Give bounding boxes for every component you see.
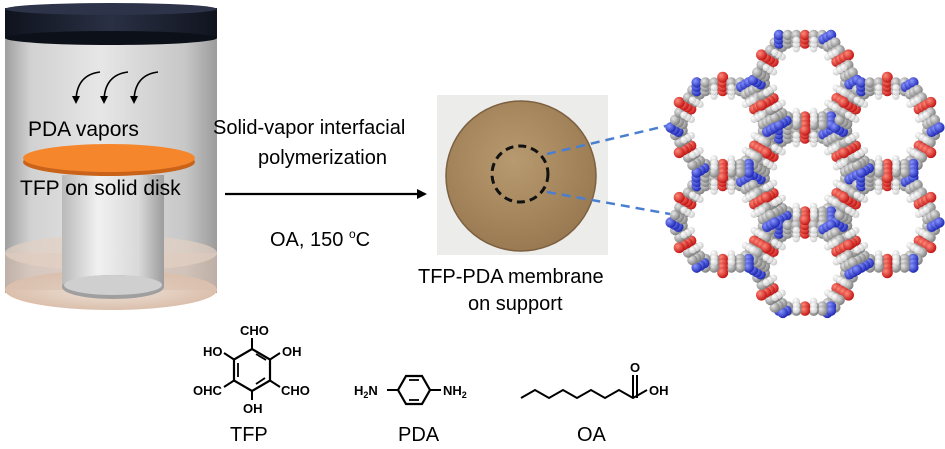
- oa-chain: [520, 388, 648, 400]
- tfp-group: OH: [243, 401, 263, 416]
- tfp-group: OHC: [193, 383, 223, 398]
- tfp-group: HO: [203, 344, 223, 359]
- membrane-caption-line1: TFP-PDA membrane: [418, 266, 604, 288]
- vapor-arrow: [130, 71, 159, 104]
- condition-label: OA, 150 oC: [270, 227, 370, 251]
- oa-structure: O OH OA: [520, 360, 669, 446]
- framework-model: [665, 29, 945, 319]
- process-label-line2: polymerization: [258, 147, 387, 169]
- oa-group: OH: [649, 383, 669, 398]
- vapor-label: PDA vapors: [28, 118, 139, 141]
- process-step: Solid-vapor interfacial polymerization O…: [213, 117, 427, 251]
- substrate-label: TFP on solid disk: [20, 177, 181, 200]
- vapor-arrow: [100, 71, 129, 104]
- tfp-name: TFP: [230, 424, 268, 446]
- tfp-structure: CHO HO OH OHC CHO OH TFP: [193, 323, 310, 446]
- pda-group: H2N: [354, 383, 378, 400]
- zoom-region: [490, 144, 550, 204]
- tfp-group: CHO: [240, 323, 269, 338]
- tfp-group: OH: [282, 344, 302, 359]
- oa-group: O: [630, 360, 640, 375]
- support-pillar: [62, 175, 164, 287]
- membrane-photo: TFP-PDA membrane on support: [418, 95, 608, 315]
- membrane-disk: [446, 101, 596, 251]
- tfp-ring: [232, 347, 272, 393]
- vapor-arrow: [72, 71, 101, 104]
- oa-name: OA: [577, 424, 607, 446]
- membrane-caption-line2: on support: [468, 293, 563, 315]
- zoom-line: [546, 190, 671, 216]
- pda-name: PDA: [398, 424, 440, 446]
- zoom-line: [546, 123, 671, 156]
- process-label-line1: Solid-vapor interfacial: [213, 117, 405, 139]
- tfp-group: CHO: [281, 383, 310, 398]
- pda-group: NH2: [443, 383, 467, 400]
- pda-structure: H2N NH2 PDA: [354, 374, 467, 446]
- reactor-vessel: PDA vapors TFP on solid disk: [5, 3, 217, 310]
